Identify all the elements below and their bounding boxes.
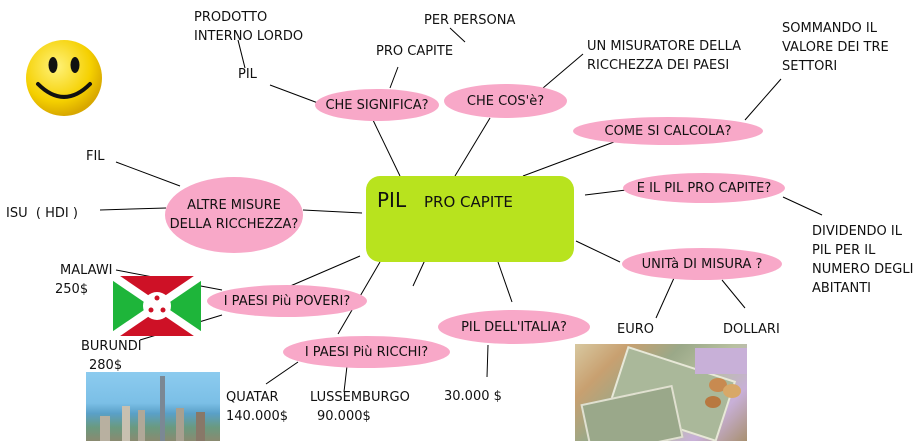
burundi-flag-image — [110, 272, 204, 340]
label-burundi: BURUNDI 280$ — [81, 339, 142, 373]
center-title: PIL — [377, 188, 407, 212]
label-sommando: SOMMANDO IL VALORE DEI TRE SETTORI — [782, 21, 889, 74]
label-quatar: QUATAR 140.000$ — [226, 390, 289, 424]
bubble-altre-misure: ALTRE MISURE DELLA RICCHEZZA? — [165, 177, 303, 253]
bubble-paesi-ricchi: I PAESI Più RICCHI? — [283, 336, 450, 368]
bubble-che-significa: CHE SIGNIFICA? — [315, 89, 439, 121]
label-fil: FIL — [86, 149, 105, 164]
smiley-face-image — [24, 38, 104, 118]
bubble-come-si-calcola: COME SI CALCOLA? — [573, 117, 763, 145]
label-dollari: DOLLARI — [723, 322, 780, 337]
label-isu-hdi: ISU ( HDI ) — [6, 206, 78, 221]
label-dividendo: DIVIDENDO IL PIL PER IL NUMERO DEGLI ABI… — [812, 224, 914, 296]
bubble-che-cose: CHE COS'è? — [444, 84, 567, 118]
label-lussemburgo: LUSSEMBURGO 90.000$ — [310, 390, 410, 424]
money-photo — [575, 344, 747, 441]
qatar-city-photo — [86, 372, 220, 441]
bubble-pil-pro-capite: E IL PIL PRO CAPITE? — [623, 173, 785, 203]
bubble-pil-italia: PIL DELL'ITALIA? — [438, 310, 590, 344]
center-subtitle: PRO CAPITE — [424, 193, 513, 211]
label-per-persona: PER PERSONA — [424, 13, 516, 28]
central-topic-box: PIL PRO CAPITE — [366, 176, 574, 262]
label-misuratore: UN MISURATORE DELLA RICCHEZZA DEI PAESI — [587, 39, 742, 73]
label-pro-capite: PRO CAPITE — [376, 44, 454, 59]
label-euro: EURO — [617, 322, 654, 337]
label-malawi: MALAWI 250$ — [55, 263, 113, 297]
bubble-paesi-poveri: I PAESI Più POVERI? — [207, 285, 367, 317]
label-italia-value: 30.000 $ — [444, 389, 502, 404]
label-pil: PIL — [238, 67, 257, 82]
bubble-unita-misura: UNITà DI MISURA ? — [622, 248, 782, 280]
label-prodotto-interno-lordo: PRODOTTO INTERNO LORDO — [194, 10, 304, 44]
